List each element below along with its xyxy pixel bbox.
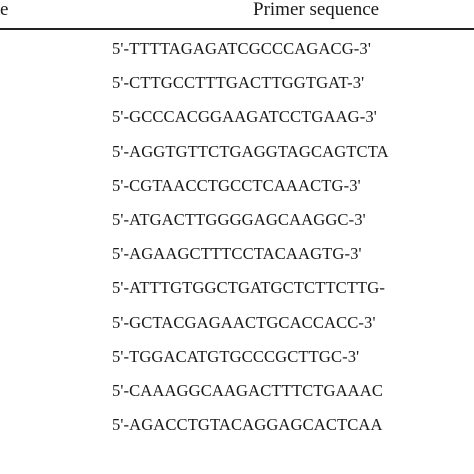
column-header-left-fragment: e (0, 0, 9, 20)
sequence-row: 5'-AGGTGTTCTGAGGTAGCAGTCTA (112, 141, 389, 161)
sequence-row: 5'-AGAAGCTTTCCTACAAGTG-3' (112, 244, 362, 264)
sequence-row: 5'-ATGACTTGGGGAGCAAGGC-3' (112, 209, 366, 229)
sequence-row: 5'-TTTTAGAGATCGCCCAGACG-3' (112, 39, 371, 58)
sequence-row: 5'-GCCCACGGAAGATCCTGAAG-3' (112, 107, 377, 127)
sequence-list: 5'-TTTTAGAGATCGCCCAGACG-3' 5'-CTTGCCTTTG… (112, 32, 389, 442)
sequence-row: 5'-TGGACATGTGCCCGCTTGC-3' (112, 346, 360, 366)
sequence-row: 5'-CGTAACCTGCCTCAAACTG-3' (112, 175, 361, 195)
sequence-row: 5'-ATTTGTGGCTGATGCTCTTCTTG- (112, 278, 385, 298)
sequence-row: 5'-CTTGCCTTTGACTTGGTGAT-3' (112, 73, 365, 93)
header-rule (0, 28, 474, 30)
column-header-primer-sequence: Primer sequence (253, 0, 380, 20)
sequence-row: 5'-GCTACGAGAACTGCACCACC-3' (112, 312, 376, 332)
sequence-row: 5'-AGACCTGTACAGGAGCACTCAA (112, 415, 383, 435)
sequence-row: 5'-CAAAGGCAAGACTTTCTGAAAC (112, 380, 383, 400)
